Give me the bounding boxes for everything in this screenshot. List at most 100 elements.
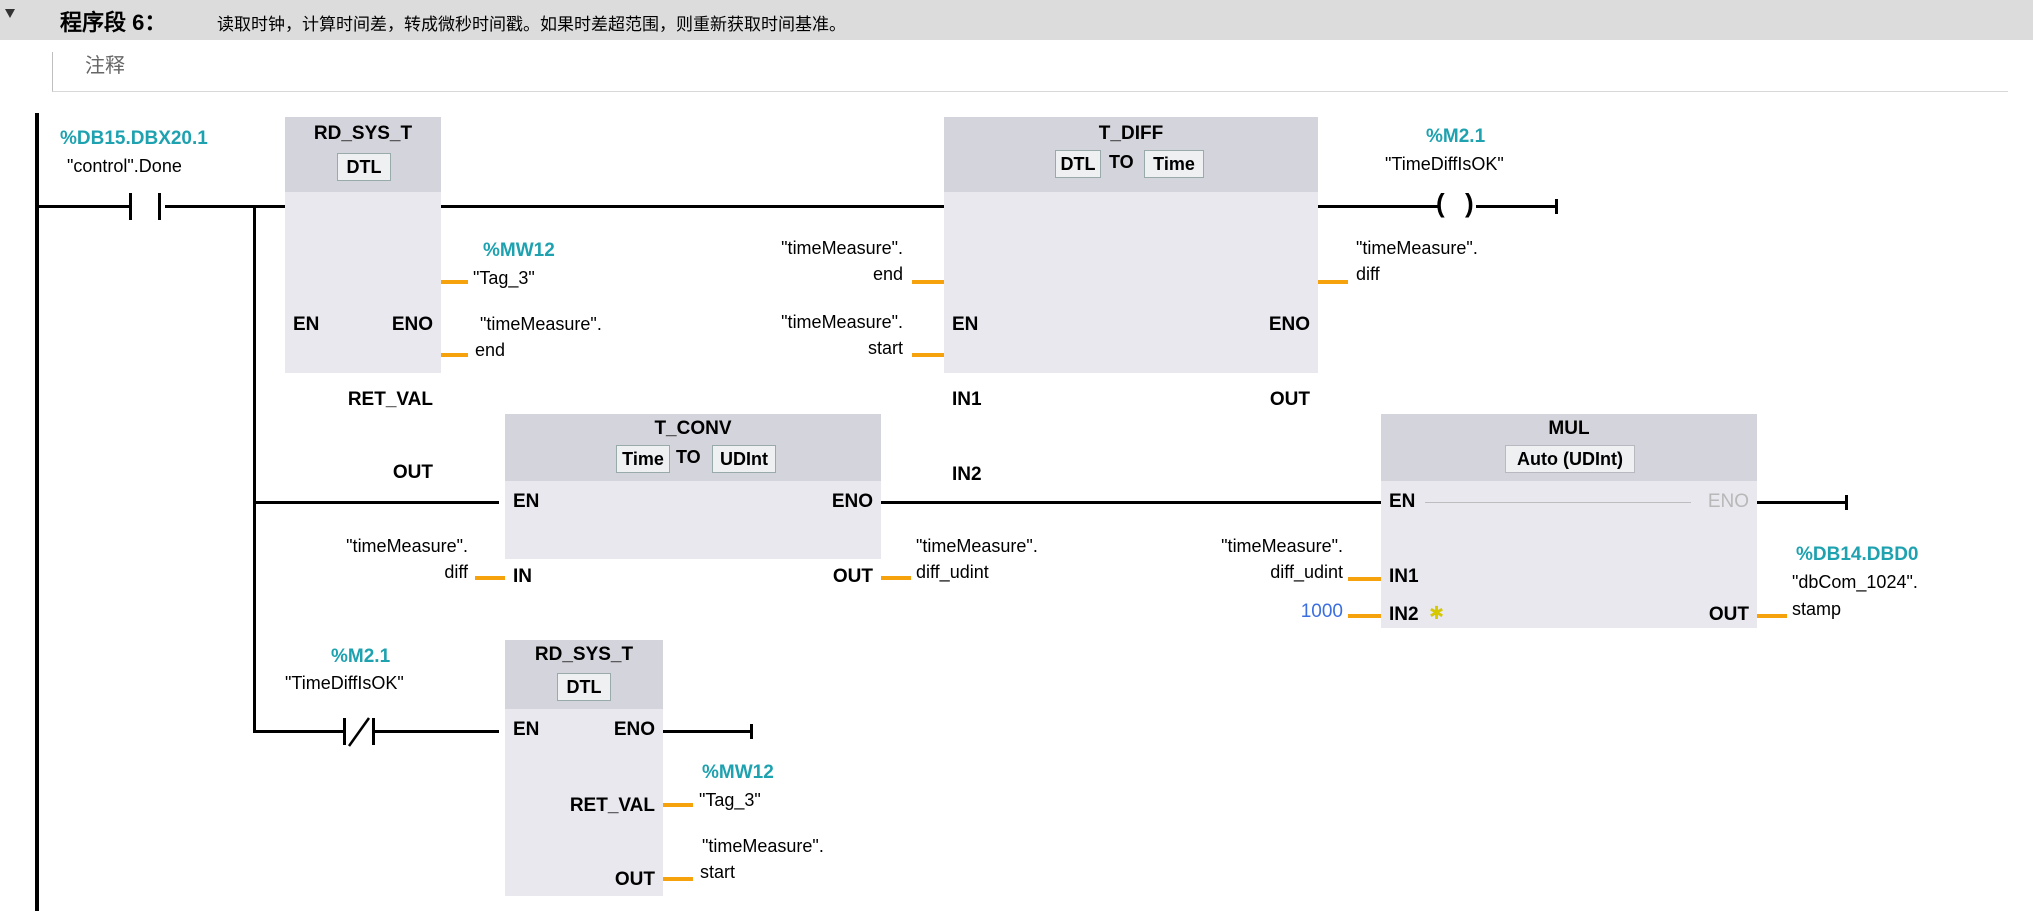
pin-wire: [475, 576, 505, 580]
contact-left-bar: [129, 193, 132, 220]
coil-left-paren: (: [1436, 188, 1445, 218]
in1-tag-line2[interactable]: end: [872, 264, 903, 284]
out-tag-line2[interactable]: diff: [1356, 264, 1380, 284]
wire: [1318, 205, 1438, 208]
out-tag-line1[interactable]: "timeMeasure".: [916, 536, 1038, 556]
type-to[interactable]: UDInt: [712, 445, 776, 473]
contact-tag: "TimeDiffIsOK": [285, 673, 404, 693]
pin-in: IN: [513, 566, 532, 587]
block-type[interactable]: DTL: [557, 673, 611, 701]
t-conv-block[interactable]: T_CONV Time TO UDInt EN ENO IN OUT: [505, 414, 881, 587]
out-tag-line1[interactable]: "timeMeasure".: [702, 836, 824, 856]
pin-eno: ENO: [391, 314, 433, 335]
wire-end: [1845, 495, 1848, 510]
out-tag-line2[interactable]: diff_udint: [916, 562, 989, 582]
pin-en: EN: [513, 719, 540, 740]
ret-val-tag[interactable]: "Tag_3": [699, 790, 761, 810]
contact-negation-slash-icon: [347, 717, 371, 747]
pin-wire: [1348, 577, 1381, 581]
in2-constant[interactable]: 1000: [1300, 601, 1343, 622]
pin-wire: [441, 353, 468, 357]
contact-left-bar: [343, 718, 346, 745]
pin-wire: [912, 280, 944, 284]
in1-tag-line1[interactable]: "timeMeasure".: [781, 238, 903, 258]
pin-wire: [663, 803, 693, 807]
ret-val-tag[interactable]: "Tag_3": [473, 268, 535, 288]
pin-ret-val: RET_VAL: [347, 389, 433, 410]
wire: [39, 205, 129, 208]
pin-in1: IN1: [952, 389, 982, 410]
wire: [1476, 205, 1558, 208]
in1-tag-line1[interactable]: "timeMeasure".: [1221, 536, 1343, 556]
pin-en: EN: [293, 314, 320, 335]
branch-vertical-wire: [253, 205, 256, 732]
in1-tag-line2[interactable]: diff_udint: [1270, 562, 1343, 582]
out-tag-line1[interactable]: "timeMeasure".: [1356, 238, 1478, 258]
pin-wire: [1757, 614, 1787, 618]
block-type[interactable]: Auto (UDInt): [1505, 445, 1635, 473]
wire: [253, 730, 343, 733]
type-to-word: TO: [1109, 152, 1134, 172]
pin-wire: [441, 280, 468, 284]
block-name: RD_SYS_T: [534, 644, 634, 665]
pin-in2: IN2: [1389, 604, 1419, 625]
pin-out: OUT: [1708, 604, 1749, 625]
coil-address: %M2.1: [1426, 126, 1486, 147]
contact-tag: "control".Done: [67, 156, 182, 176]
block-type[interactable]: DTL: [337, 153, 391, 181]
wire: [372, 730, 499, 733]
out-tag-line1[interactable]: "timeMeasure".: [480, 314, 602, 334]
block-name: MUL: [1548, 418, 1590, 439]
mul-block[interactable]: MUL Auto (UDInt) EN ENO IN1 IN2 OUT ✱: [1381, 414, 1757, 628]
wire-end: [1555, 199, 1558, 214]
out-tag-line1[interactable]: "dbCom_1024".: [1792, 572, 1918, 592]
type-to[interactable]: Time: [1144, 150, 1204, 178]
pin-out: OUT: [614, 869, 655, 890]
network-comment[interactable]: 注释: [52, 52, 2008, 92]
pin-out: OUT: [832, 566, 873, 587]
wire: [165, 205, 287, 208]
wire: [253, 501, 499, 504]
pin-wire: [1318, 280, 1348, 284]
pin-eno: ENO: [1268, 314, 1310, 335]
block-name: T_CONV: [654, 418, 732, 439]
type-from[interactable]: Time: [616, 445, 670, 473]
contact-right-bar: [372, 718, 375, 745]
wire-end: [750, 724, 753, 739]
block-name: RD_SYS_T: [313, 123, 413, 144]
type-to-word: TO: [676, 447, 701, 467]
out-tag-line2[interactable]: end: [475, 340, 506, 360]
pin-en: EN: [1389, 491, 1416, 512]
ret-val-address: %MW12: [483, 240, 555, 261]
coil-tag: "TimeDiffIsOK": [1385, 154, 1504, 174]
add-input-star-icon[interactable]: ✱: [1429, 603, 1445, 623]
contact-address: %DB15.DBX20.1: [60, 128, 208, 149]
rd-sys-t-block-2[interactable]: RD_SYS_T DTL EN ENO RET_VAL OUT: [505, 640, 663, 896]
in-tag-line1[interactable]: "timeMeasure".: [346, 536, 468, 556]
wire: [1757, 501, 1847, 504]
pin-out: OUT: [1269, 389, 1310, 410]
coil-right-paren: ): [1465, 188, 1474, 218]
left-power-rail: [35, 113, 39, 911]
pin-eno: ENO: [831, 491, 873, 512]
rd-sys-t-block-1[interactable]: RD_SYS_T DTL EN ENO RET_VAL OUT: [285, 117, 441, 483]
pin-in1: IN1: [1389, 566, 1419, 587]
wire: [881, 501, 1381, 504]
in2-tag-line2[interactable]: start: [867, 338, 903, 358]
contact-address: %M2.1: [331, 646, 391, 667]
pin-wire: [912, 353, 944, 357]
pin-wire: [663, 877, 693, 881]
in-tag-line2[interactable]: diff: [444, 562, 468, 582]
pin-eno: ENO: [613, 719, 655, 740]
contact-right-bar: [158, 193, 161, 220]
network-description[interactable]: 读取时钟，计算时间差，转成微秒时间戳。如果时差超范围，则重新获取时间基准。: [217, 15, 846, 34]
type-from[interactable]: DTL: [1055, 150, 1101, 178]
collapse-triangle-icon[interactable]: [5, 9, 15, 18]
wire: [663, 730, 753, 733]
t-diff-block[interactable]: T_DIFF DTL TO Time EN ENO IN1 OUT IN2: [944, 117, 1318, 485]
out-tag-line2[interactable]: stamp: [1792, 599, 1842, 619]
pin-eno: ENO: [1707, 491, 1749, 512]
out-address: %DB14.DBD0: [1796, 544, 1919, 565]
out-tag-line2[interactable]: start: [700, 862, 736, 882]
in2-tag-line1[interactable]: "timeMeasure".: [781, 312, 903, 332]
